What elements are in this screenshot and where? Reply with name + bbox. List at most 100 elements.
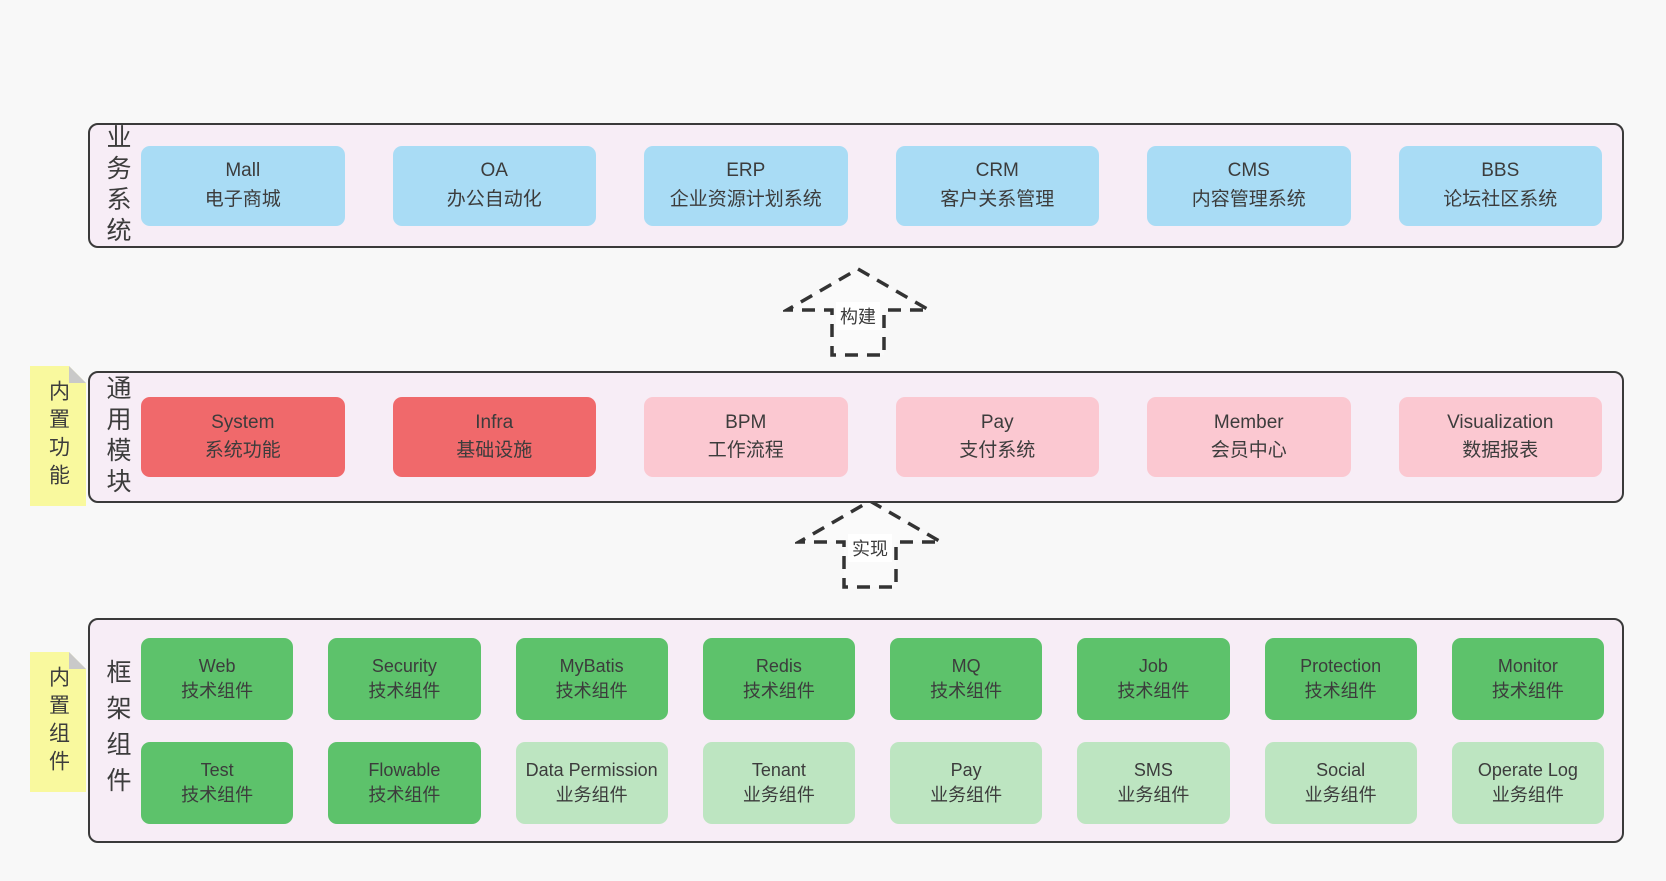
arrow-implement: 实现 — [795, 498, 945, 590]
box-subtitle: 技术组件 — [368, 784, 441, 805]
box-title: Pay — [950, 760, 982, 781]
band-business-systems: 业务系统 Mall 电子商城 OA 办公自动化 ERP 企业资源计划系统 CRM… — [88, 123, 1624, 248]
box-subtitle: 数据报表 — [1462, 440, 1539, 461]
box-monitor: Monitor 技术组件 — [1451, 637, 1604, 720]
box-visualization: Visualization 数据报表 — [1398, 397, 1602, 477]
box-subtitle: 工作流程 — [707, 440, 784, 461]
box-title: Pay — [980, 411, 1014, 433]
framework-component-rows: Web 技术组件 Security 技术组件 MyBatis 技术组件 Redi… — [135, 637, 1622, 824]
box-subtitle: 技术组件 — [1304, 680, 1377, 701]
sticky-note-builtin-features: 内置功能 — [30, 366, 86, 506]
box-system: System 系统功能 — [141, 397, 345, 477]
box-title: Job — [1138, 656, 1168, 677]
box-infra: Infra 基础设施 — [392, 397, 596, 477]
box-subtitle: 电子商城 — [204, 188, 281, 210]
box-title: Redis — [755, 656, 802, 677]
box-subtitle: 技术组件 — [555, 680, 628, 701]
box-title: Operate Log — [1477, 760, 1578, 781]
box-subtitle: 业务组件 — [1117, 784, 1190, 805]
box-subtitle: 论坛社区系统 — [1443, 188, 1558, 210]
box-subtitle: 业务组件 — [1304, 784, 1377, 805]
box-title: Social — [1316, 760, 1366, 781]
band-framework-components: 框架组件 Web 技术组件 Security 技术组件 MyBatis 技术组件… — [88, 618, 1624, 843]
box-subtitle: 技术组件 — [181, 784, 254, 805]
band-common-modules: 通用模块 System 系统功能 Infra 基础设施 BPM 工作流程 Pay… — [88, 371, 1624, 503]
band-label-common-modules: 通用模块 — [103, 375, 131, 499]
box-title: ERP — [726, 160, 766, 182]
box-cms: CMS 内容管理系统 — [1147, 145, 1351, 226]
folded-corner — [69, 652, 86, 669]
box-security: Security 技术组件 — [328, 637, 481, 720]
box-subtitle: 会员中心 — [1210, 440, 1287, 461]
box-subtitle: 技术组件 — [1491, 680, 1564, 701]
box-title: Protection — [1300, 656, 1382, 677]
framework-components-row-1: Web 技术组件 Security 技术组件 MyBatis 技术组件 Redi… — [141, 637, 1604, 720]
box-subtitle: 技术组件 — [1117, 680, 1190, 701]
box-title: MQ — [951, 656, 981, 677]
box-sms: SMS 业务组件 — [1077, 741, 1230, 824]
box-title: Data Permission — [525, 760, 658, 781]
arrow-label: 实现 — [848, 534, 892, 562]
sticky-note-label: 内置功能 — [46, 380, 70, 492]
box-mq: MQ 技术组件 — [890, 637, 1043, 720]
box-subtitle: 企业资源计划系统 — [669, 188, 822, 210]
box-bpm: BPM 工作流程 — [644, 397, 848, 477]
box-subtitle: 基础设施 — [456, 440, 533, 461]
box-title: Flowable — [368, 760, 441, 781]
box-title: Security — [371, 656, 437, 677]
box-member: Member 会员中心 — [1147, 397, 1351, 477]
box-job: Job 技术组件 — [1077, 637, 1230, 720]
box-subtitle: 业务组件 — [742, 784, 815, 805]
arrow-build: 构建 — [783, 266, 933, 358]
box-mybatis: MyBatis 技术组件 — [515, 637, 668, 720]
box-title: Infra — [475, 411, 514, 433]
box-crm: CRM 客户关系管理 — [895, 145, 1099, 226]
box-title: SMS — [1133, 760, 1173, 781]
box-subtitle: 内容管理系统 — [1191, 188, 1306, 210]
box-title: Web — [198, 656, 236, 677]
box-subtitle: 客户关系管理 — [940, 188, 1055, 210]
box-title: Member — [1213, 411, 1284, 433]
sticky-note-label: 内置组件 — [46, 666, 70, 778]
box-subtitle: 系统功能 — [204, 440, 281, 461]
box-title: OA — [480, 160, 508, 182]
box-web: Web 技术组件 — [141, 637, 294, 720]
box-title: CRM — [975, 160, 1019, 182]
box-title: System — [211, 411, 275, 433]
box-oa: OA 办公自动化 — [392, 145, 596, 226]
box-title: BPM — [725, 411, 767, 433]
box-title: Monitor — [1497, 656, 1558, 677]
box-subtitle: 技术组件 — [368, 680, 441, 701]
box-title: Tenant — [751, 760, 806, 781]
box-title: Visualization — [1447, 411, 1554, 433]
box-redis: Redis 技术组件 — [702, 637, 855, 720]
box-title: Test — [200, 760, 234, 781]
box-title: MyBatis — [559, 656, 624, 677]
box-pay: Pay 支付系统 — [895, 397, 1099, 477]
box-subtitle: 技术组件 — [181, 680, 254, 701]
framework-components-row-2: Test 技术组件 Flowable 技术组件 Data Permission … — [141, 741, 1604, 824]
arrow-label: 构建 — [836, 302, 880, 330]
box-subtitle: 办公自动化 — [446, 188, 542, 210]
common-module-boxes: System 系统功能 Infra 基础设施 BPM 工作流程 Pay 支付系统… — [135, 397, 1622, 477]
business-system-boxes: Mall 电子商城 OA 办公自动化 ERP 企业资源计划系统 CRM 客户关系… — [135, 145, 1622, 226]
box-title: CMS — [1227, 160, 1270, 182]
box-operate-log: Operate Log 业务组件 — [1451, 741, 1604, 824]
box-erp: ERP 企业资源计划系统 — [644, 145, 848, 226]
box-subtitle: 支付系统 — [959, 440, 1036, 461]
box-mall: Mall 电子商城 — [141, 145, 345, 226]
box-social: Social 业务组件 — [1264, 741, 1417, 824]
box-pay-business: Pay 业务组件 — [890, 741, 1043, 824]
sticky-note-builtin-components: 内置组件 — [30, 652, 86, 792]
box-flowable: Flowable 技术组件 — [328, 741, 481, 824]
box-test: Test 技术组件 — [141, 741, 294, 824]
box-subtitle: 技术组件 — [742, 680, 815, 701]
box-tenant: Tenant 业务组件 — [702, 741, 855, 824]
box-subtitle: 业务组件 — [1491, 784, 1564, 805]
box-bbs: BBS 论坛社区系统 — [1398, 145, 1602, 226]
band-label-business-systems: 业务系统 — [103, 123, 131, 248]
band-label-framework-components: 框架组件 — [103, 658, 131, 803]
box-title: BBS — [1481, 160, 1520, 182]
folded-corner — [69, 366, 86, 383]
